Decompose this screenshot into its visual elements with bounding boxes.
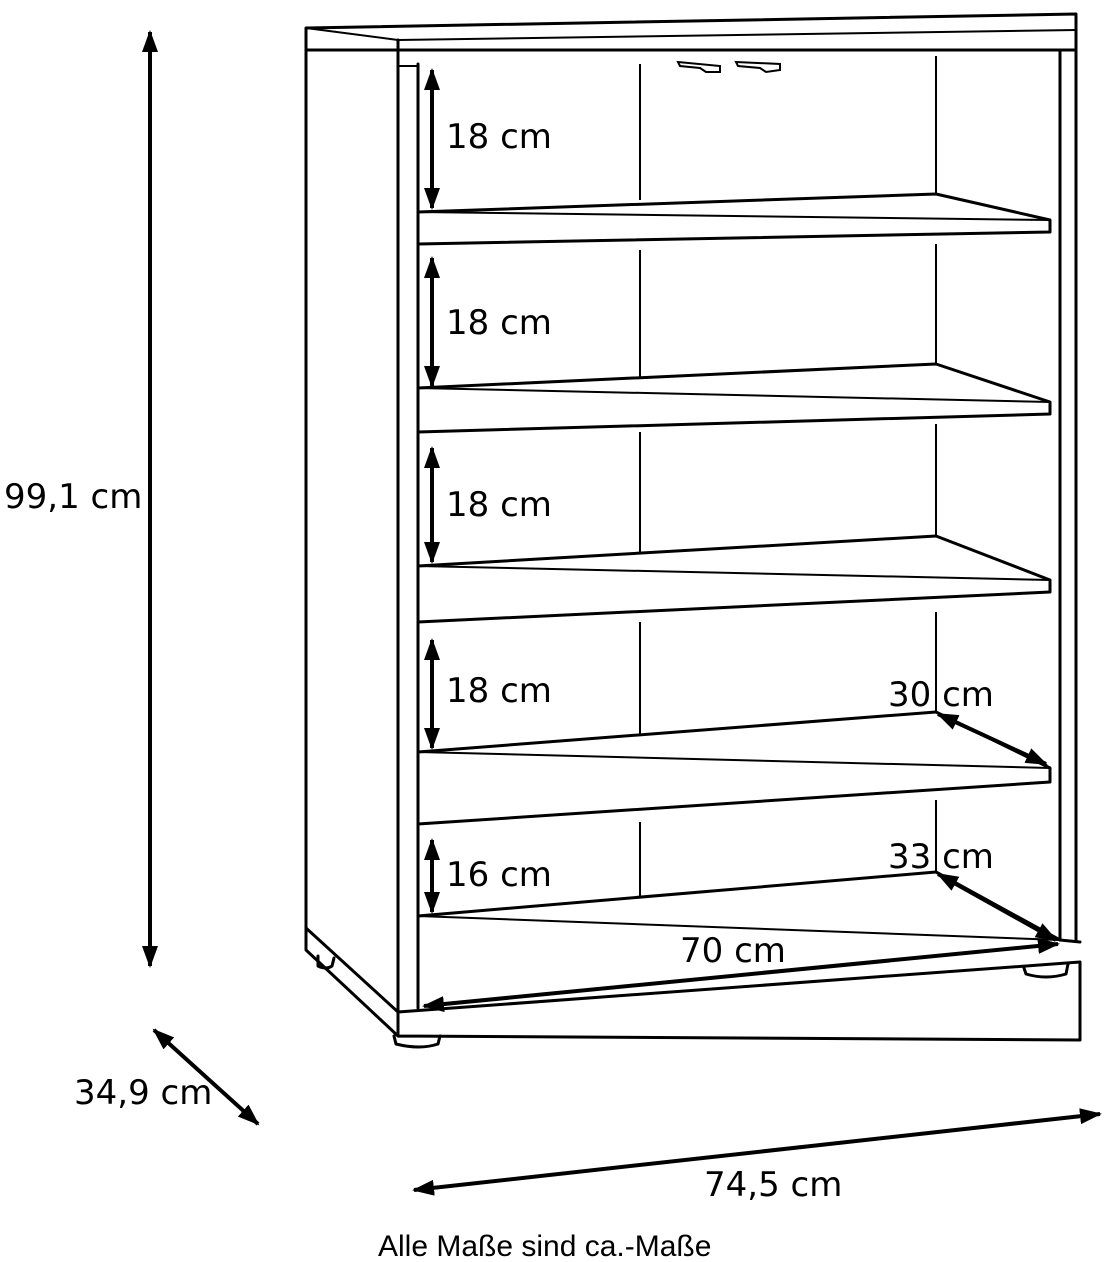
approximation-note: Alle Maße sind ca.-Maße — [378, 1230, 711, 1262]
height-label: 99,1 cm — [4, 477, 142, 517]
dimension-labels: 99,1 cm 18 cm 18 cm 18 cm 18 cm 16 cm 30… — [4, 117, 994, 1262]
width-dimension-arrow — [412, 1108, 1102, 1196]
compartment-2-label: 18 cm — [446, 303, 552, 343]
back-panel-lines — [639, 56, 937, 900]
compartment-3-label: 18 cm — [446, 485, 552, 525]
inner-width-label: 70 cm — [680, 931, 786, 971]
width-label: 74,5 cm — [704, 1165, 842, 1205]
bottom-depth-label: 33 cm — [888, 837, 994, 877]
compartment-1-label: 18 cm — [446, 117, 552, 157]
bottom-depth-arrow — [936, 872, 1058, 942]
shelf-depth-label: 30 cm — [888, 675, 994, 715]
compartment-5-label: 16 cm — [446, 855, 552, 895]
depth-dimension-arrow — [152, 1028, 260, 1126]
foot-front-left — [392, 1034, 442, 1049]
depth-label: 34,9 cm — [74, 1073, 212, 1113]
inner-width-arrow — [422, 937, 1060, 1013]
dimension-lines — [142, 30, 1102, 1196]
left-side-panel — [304, 48, 420, 1014]
shelf-2 — [416, 362, 1052, 434]
shelf-4 — [416, 710, 1052, 826]
shelf-1 — [416, 192, 1052, 246]
shelf-3 — [416, 534, 1052, 624]
shelf-depth-arrow — [936, 712, 1048, 766]
right-side-panel — [1058, 48, 1078, 942]
compartment-4-label: 18 cm — [446, 671, 552, 711]
cabinet-drawing — [304, 12, 1082, 1049]
hinge-icon — [676, 60, 781, 74]
foot-back-left — [316, 954, 336, 970]
